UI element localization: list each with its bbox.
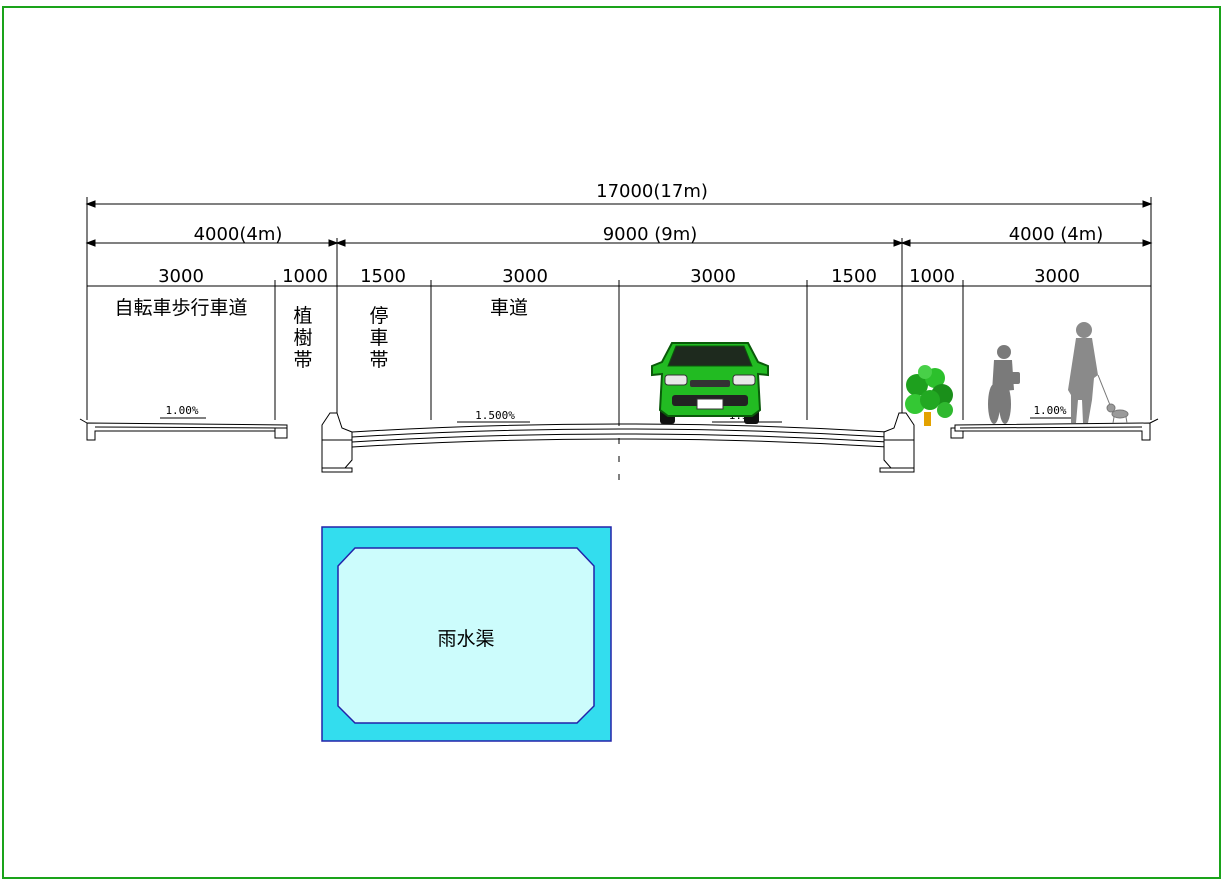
segment-label: 3000 bbox=[1034, 266, 1080, 287]
cyclist-icon bbox=[988, 345, 1020, 424]
parking-strip-label: 車 bbox=[369, 327, 388, 349]
dog-icon bbox=[1097, 374, 1129, 424]
dimension-right-label: 4000 (4m) bbox=[1009, 224, 1104, 245]
slope-right-label: 1.00% bbox=[1033, 404, 1066, 417]
car-icon bbox=[651, 342, 769, 424]
parking-strip-label: 帯 bbox=[369, 349, 388, 371]
planting-strip-label: 樹 bbox=[293, 327, 312, 349]
slope-road-left-label: 1.500% bbox=[475, 409, 515, 422]
dimension-center-label: 9000 (9m) bbox=[603, 224, 698, 245]
pedestrian-icon bbox=[1068, 322, 1098, 423]
segment-label: 1500 bbox=[831, 266, 877, 287]
bike-ped-road-label: 自転車歩行車道 bbox=[114, 297, 247, 319]
dimension-segments bbox=[87, 280, 1151, 420]
dimension-total-label: 17000(17m) bbox=[596, 181, 708, 202]
dimension-left-label: 4000(4m) bbox=[194, 224, 283, 245]
storm-drain bbox=[321, 526, 612, 742]
dimension-total bbox=[85, 197, 1153, 420]
segment-label: 1500 bbox=[360, 266, 406, 287]
parking-strip-label: 停 bbox=[369, 305, 388, 327]
segment-label: 1000 bbox=[282, 266, 328, 287]
storm-drain-label: 雨水渠 bbox=[437, 628, 494, 650]
segment-label: 3000 bbox=[502, 266, 548, 287]
planting-strip-label: 帯 bbox=[293, 349, 312, 371]
dimension-sections bbox=[85, 238, 1153, 420]
tree-icon bbox=[905, 365, 953, 426]
segment-label: 1000 bbox=[909, 266, 955, 287]
segment-label: 3000 bbox=[690, 266, 736, 287]
roadway-label: 車道 bbox=[490, 297, 528, 319]
segment-label: 3000 bbox=[158, 266, 204, 287]
slope-left-label: 1.00% bbox=[165, 404, 198, 417]
planting-strip-label: 植 bbox=[293, 305, 312, 327]
road-surface bbox=[79, 412, 1159, 480]
diagram-frame bbox=[2, 6, 1221, 879]
